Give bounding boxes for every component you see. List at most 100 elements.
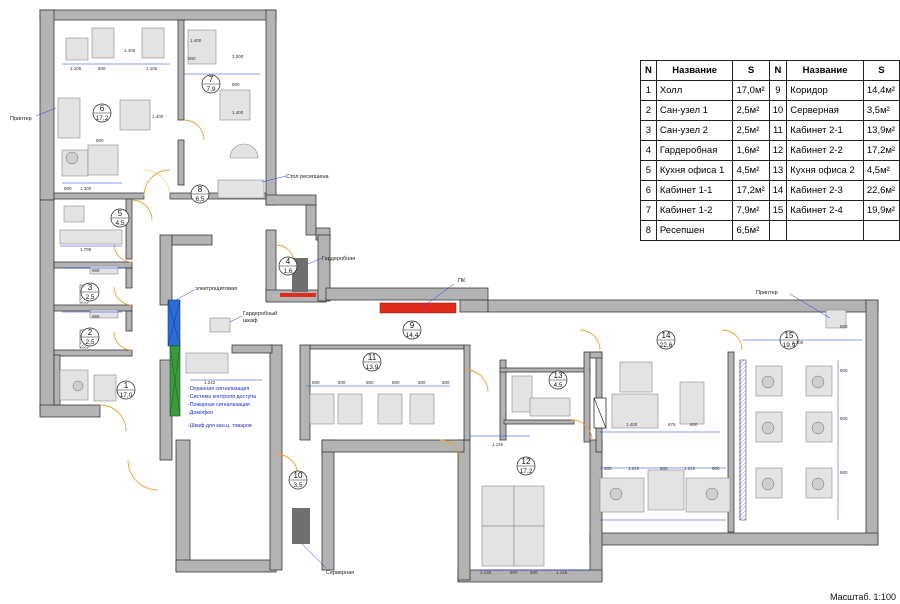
svg-text:1.105: 1.105 [70, 66, 82, 71]
legend-cell-n: 10 [768, 100, 788, 121]
svg-text:1,6: 1,6 [283, 268, 292, 275]
svg-text:1.400: 1.400 [626, 422, 638, 427]
svg-text:14,4: 14,4 [406, 332, 419, 339]
legend-header-s: S [862, 60, 900, 81]
legend-cell-name: Кухня офиса 2 [786, 160, 864, 181]
svg-text:600: 600 [604, 466, 612, 471]
legend-cell-s: 17,0м² [732, 80, 770, 101]
legend-cell-n: 3 [640, 120, 657, 141]
svg-text:4,5: 4,5 [553, 382, 562, 389]
room-label-1: 117,0 [116, 380, 136, 400]
svg-text:1.400: 1.400 [792, 340, 804, 345]
legend-cell-s: 14,4м² [862, 80, 900, 101]
legend-cell-name: Кабинет 2-2 [786, 140, 864, 161]
room-labels: 117,0 22,5 32,5 41,6 54,5 617,2 77,9 86,… [80, 74, 799, 490]
legend-cell-s: 19,9м² [862, 200, 900, 221]
furniture [57, 27, 847, 567]
legend-cell-s: 7,9м² [732, 200, 770, 221]
legend-cell-n: 11 [768, 120, 788, 141]
svg-text:1.400: 1.400 [190, 38, 202, 43]
svg-text:1.242: 1.242 [204, 380, 216, 385]
svg-text:600: 600 [690, 422, 698, 427]
svg-text:800: 800 [392, 380, 400, 385]
scale-label: Масштаб. 1:100 [829, 592, 896, 602]
legend-cell-s: 6,5м² [732, 220, 770, 241]
svg-text:500: 500 [64, 186, 72, 191]
room-label-2: 22,5 [80, 327, 100, 347]
legend-cell-s: 4,5м² [862, 160, 900, 181]
system-item: -Охранная сигнализация [188, 386, 249, 392]
svg-text:800: 800 [96, 138, 104, 143]
svg-text:7: 7 [209, 75, 214, 84]
legend-cell-name: Сан-узел 1 [655, 100, 734, 121]
svg-text:2,5: 2,5 [85, 294, 94, 301]
room-label-5: 54,5 [110, 208, 130, 228]
svg-text:600: 600 [366, 380, 374, 385]
svg-text:900: 900 [840, 368, 848, 373]
svg-text:19,9: 19,9 [783, 342, 796, 349]
svg-text:11: 11 [368, 353, 377, 362]
svg-text:1.145: 1.145 [480, 570, 492, 575]
electrical-panel [167, 299, 181, 417]
svg-text:2.000: 2.000 [232, 54, 244, 59]
legend-cell-name: Гардеробная [655, 140, 734, 161]
callout-server-room: Серверная [326, 570, 354, 576]
legend-cell-n: 5 [640, 160, 657, 181]
legend-cell-s: 22,6м² [862, 180, 900, 201]
legend-cell-n: 14 [768, 180, 788, 201]
legend-cell-n: 8 [640, 220, 657, 241]
legend-cell-name: Сан-узел 2 [655, 120, 734, 141]
svg-text:900: 900 [712, 466, 720, 471]
callout-printer-right: Принтер [756, 290, 778, 296]
legend-cell-n: 7 [640, 200, 657, 221]
callout-wardrobe: Гардеробная [322, 256, 355, 262]
svg-text:1.400: 1.400 [124, 48, 136, 53]
legend-cell-n [768, 220, 788, 241]
legend-cell-name: Коридор [786, 80, 864, 101]
svg-text:12: 12 [522, 457, 531, 466]
svg-text:1.400: 1.400 [232, 110, 244, 115]
svg-text:600: 600 [418, 380, 426, 385]
legend-cell-name [786, 220, 864, 241]
room-label-10: 103,5 [288, 470, 308, 490]
legend-cell-name: Кабинет 2-3 [786, 180, 864, 201]
svg-text:1.300: 1.300 [80, 186, 92, 191]
svg-text:3,5: 3,5 [293, 482, 302, 489]
legend-cell-name: Серверная [786, 100, 864, 121]
system-item: -Пожарная сигнализация [188, 402, 250, 408]
svg-text:17,2: 17,2 [96, 115, 109, 122]
systems-list: -Охранная сигнализация -Система контроля… [188, 386, 256, 429]
legend-cell-name: Кухня офиса 1 [655, 160, 734, 181]
legend-cell-n: 12 [768, 140, 788, 161]
svg-text:1.010: 1.010 [684, 466, 696, 471]
callouts: Принтер Стол ресепшена Гардеробная ПК эл… [10, 107, 831, 576]
svg-text:1.795: 1.795 [80, 247, 92, 252]
legend-header-n: N [640, 60, 657, 81]
svg-text:3: 3 [88, 283, 93, 292]
legend-cell-n: 6 [640, 180, 657, 201]
svg-text:969: 969 [92, 314, 100, 319]
svg-text:2: 2 [88, 328, 93, 337]
svg-text:600: 600 [312, 380, 320, 385]
svg-text:800: 800 [840, 324, 848, 329]
svg-text:4,5: 4,5 [115, 220, 124, 227]
svg-text:1.010: 1.010 [628, 466, 640, 471]
room-label-3: 32,5 [80, 282, 100, 302]
legend-cell-n: 4 [640, 140, 657, 161]
callout-reception-desk: Стол ресепшена [286, 174, 330, 180]
legend-header-n: N [768, 60, 788, 81]
svg-text:1.105: 1.105 [146, 66, 158, 71]
system-item: -Система контроля доступа [188, 394, 256, 400]
callout-wardrobe-cabinet-1: Гардеробный [243, 310, 277, 317]
callout-pk: ПК [458, 278, 466, 284]
svg-text:10: 10 [294, 471, 303, 480]
